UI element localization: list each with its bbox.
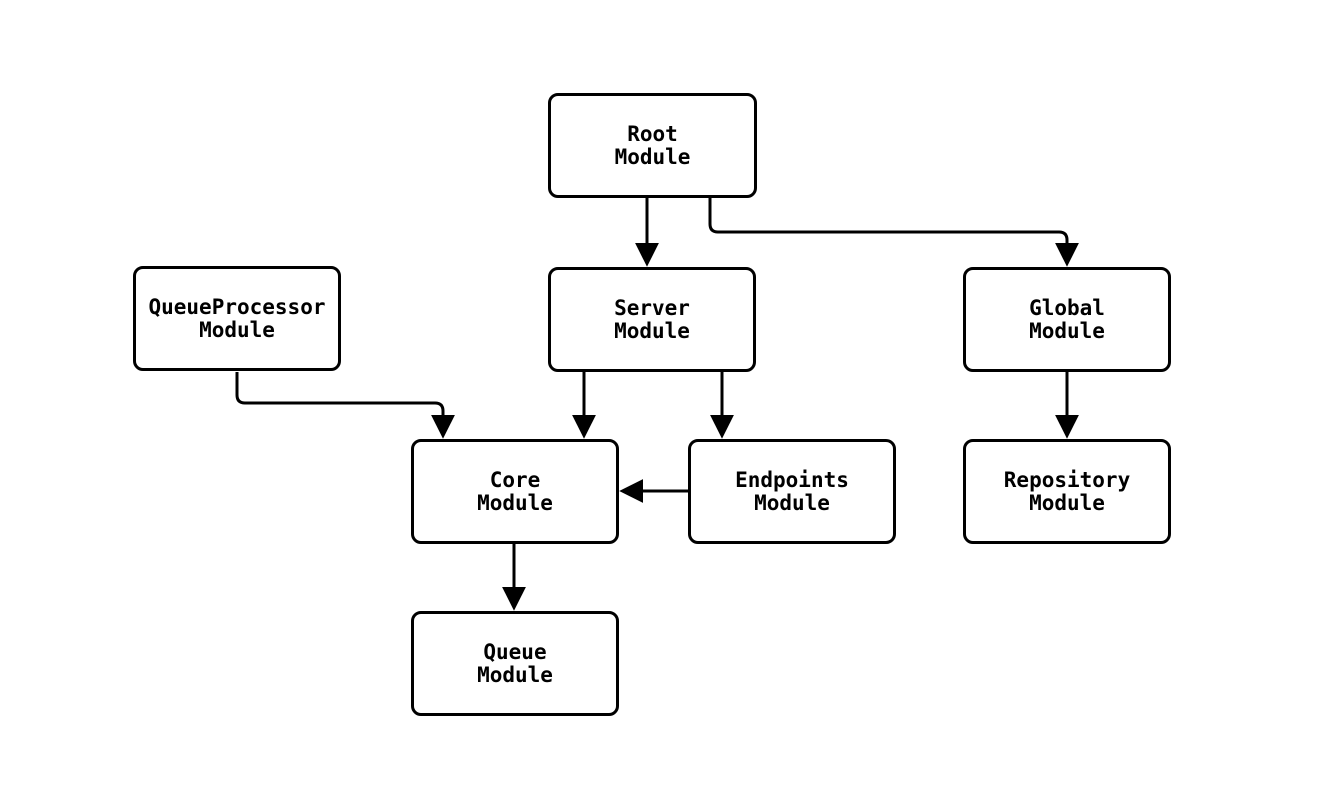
node-queueprocessor-module-label: QueueProcessor Module [148,294,326,342]
node-server-module: Server Module [548,267,756,372]
node-root-module: Root Module [548,93,757,198]
node-global-module: Global Module [963,267,1171,372]
node-server-module-label: Server Module [614,295,690,343]
node-global-module-label: Global Module [1029,295,1105,343]
node-root-module-label: Root Module [614,121,691,169]
node-repository-module: Repository Module [963,439,1171,544]
node-queueprocessor-module: QueueProcessor Module [133,266,341,371]
edge-queueprocessor-to-core [235,372,455,439]
node-queue-module-label: Queue Module [477,639,553,687]
node-repository-module-label: Repository Module [1003,467,1131,515]
node-core-module: Core Module [411,439,619,544]
node-endpoints-module-label: Endpoints Module [735,467,849,515]
node-queue-module: Queue Module [411,611,619,716]
node-endpoints-module: Endpoints Module [688,439,896,544]
edge-root-to-global [708,198,1079,267]
node-core-module-label: Core Module [477,467,553,515]
